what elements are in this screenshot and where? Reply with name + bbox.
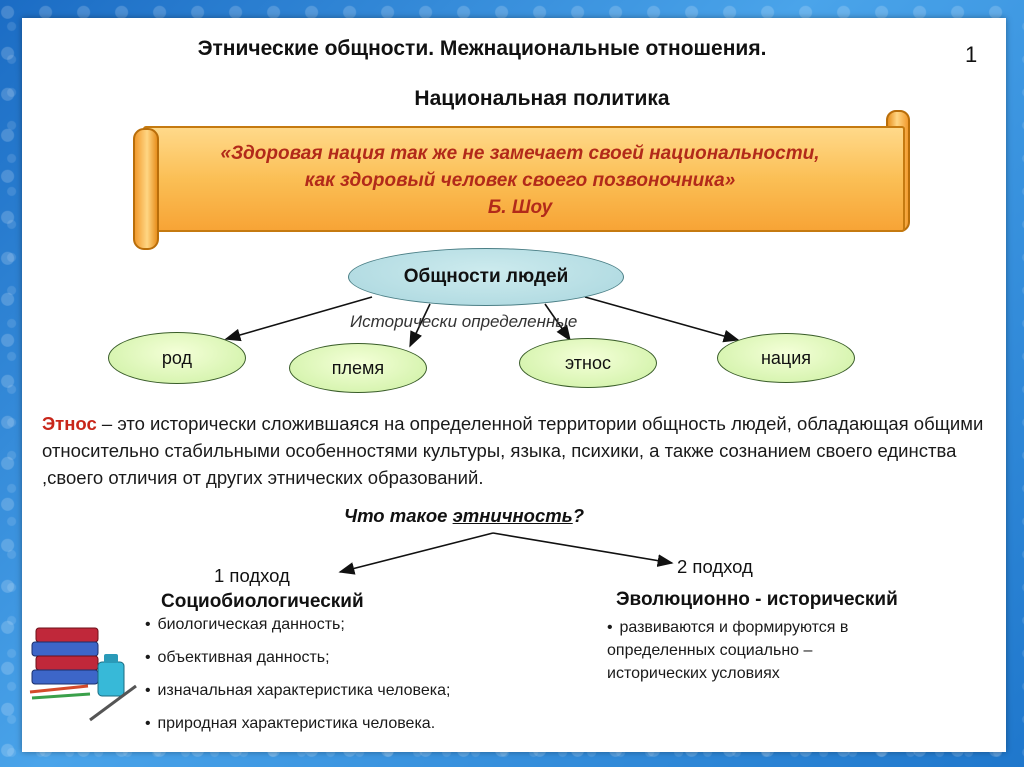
scroll-roll-left — [133, 128, 159, 250]
node-root-communities: Общности людей — [348, 248, 624, 306]
list-item-text: природная характеристика человека. — [157, 715, 436, 732]
ethnos-definition: Этнос – это исторически сложившаяся на о… — [42, 410, 987, 491]
slide-number: 1 — [965, 42, 978, 67]
list-item-text: развиваются и формируются в определенных… — [607, 619, 849, 682]
arrow-to-approach1 — [338, 532, 494, 575]
approach1-number: 1 подход — [214, 565, 290, 586]
node-plemya: племя — [289, 343, 427, 393]
list-item: • развиваются и формируются в определенн… — [607, 619, 849, 682]
list-item-text: изначальная характеристика человека; — [157, 682, 451, 699]
page-title: Этнические общности. Межнациональные отн… — [197, 37, 767, 60]
approach2-list: • развиваются и формируются в определенн… — [607, 616, 907, 685]
arrow-to-plemya — [409, 303, 431, 348]
list-item: • объективная данность; — [145, 649, 330, 666]
node-etnos: этнос — [519, 338, 657, 388]
arrow-to-approach2 — [492, 532, 674, 567]
question-suffix: ? — [572, 505, 585, 526]
approach2-number: 2 подход — [677, 556, 753, 577]
definition-term: Этнос — [42, 413, 97, 434]
quote-author: Б. Шоу — [487, 197, 553, 218]
question-keyword: этничность — [452, 505, 573, 526]
node-rod: род — [108, 332, 246, 384]
arrow-to-naciya — [584, 296, 740, 343]
definition-text: – это исторически сложившаяся на определ… — [42, 413, 984, 488]
list-item: • биологическая данность; — [145, 616, 345, 633]
list-item: • изначальная характеристика человека; — [145, 682, 451, 699]
arrow-to-rod — [224, 296, 373, 342]
quote-text: «Здоровая нация так же не замечает своей… — [150, 140, 890, 221]
quote-line-2: как здоровый человек своего позвоночника… — [304, 170, 736, 191]
branch-label: Исторически определенные — [350, 312, 578, 331]
approach1-list: • биологическая данность; • объективная … — [145, 616, 450, 748]
approach1-title: Социобиологический — [161, 591, 364, 612]
arrow-to-etnos — [544, 303, 571, 342]
quote-banner — [143, 126, 905, 232]
books-icon — [29, 627, 137, 722]
quote-line-1: «Здоровая нация так же не замечает своей… — [220, 143, 820, 164]
list-item-text: объективная данность; — [157, 649, 330, 666]
ethnicity-question: Что такое этничность? — [344, 505, 584, 527]
question-prefix: Что такое — [344, 505, 453, 526]
list-item: • природная характеристика человека. — [145, 715, 436, 732]
list-item-text: биологическая данность; — [157, 616, 345, 633]
page-subtitle: Национальная политика — [414, 87, 670, 110]
approach2-title: Эволюционно - исторический — [616, 589, 898, 610]
node-naciya: нация — [717, 333, 855, 383]
